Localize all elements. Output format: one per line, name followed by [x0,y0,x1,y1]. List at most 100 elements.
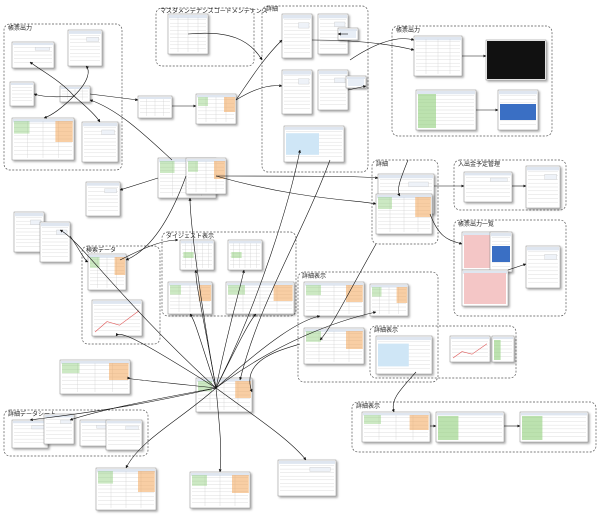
thumbnail-highlight [170,285,181,295]
thumbnail-titlebar [305,329,363,332]
group-frame-topcenter [155,7,255,67]
thumbnail-highlight [192,475,207,486]
thumbnail-titlebar [319,71,347,75]
group-frame-bottom-left [3,409,149,457]
connector-arrow [119,238,179,261]
screen-thumbnail [59,85,91,103]
thumbnail-titlebar [139,97,171,99]
group-label-topleft: 帳票出力 [8,24,32,32]
thumbnail-frame [281,13,313,59]
screen-thumbnail [375,335,433,375]
thumbnail-titlebar [229,241,261,244]
thumbnail-titlebar [169,283,211,286]
group-label-bottom-right: 詳細表示 [356,402,380,410]
group-frame-bottom-right [351,401,597,453]
thumbnail-chart-line [94,310,140,333]
screen-thumbnail [413,35,463,77]
screen-thumbnail [463,171,513,203]
connector-arrows [29,32,527,473]
screen-thumbnail [79,419,111,447]
connector-arrow [397,159,409,197]
thumbnail-highlight [346,331,363,349]
thumbnail-titlebar [463,271,507,274]
thumbnail-field [30,219,42,225]
group-label-center-top: 詳細 [266,5,278,13]
group-frames [3,5,597,457]
group-labels: 帳票出力 マスタメンテナンスコードメンテナンス 詳細 帳票出力 詳細 入出金予定… [8,5,500,418]
connector-arrow [215,387,307,461]
connector-arrow [59,229,217,389]
connector-arrow [235,84,283,101]
connector-arrow [215,175,379,180]
thumbnail-highlight [138,471,155,492]
thumbnail-green-fill [418,94,436,128]
screen-thumbnail [303,281,365,317]
screen-thumbnail [95,467,157,511]
thumbnail-blue-fill [500,104,536,120]
screen-thumbnail [189,471,251,509]
connector-arrow [127,376,217,389]
connector-arrow [69,387,217,421]
thumbnail-highlight [231,252,242,258]
thumbnail-highlight [109,363,129,380]
thumbnail-titlebar [61,361,129,364]
thumbnail-titlebar [279,461,335,464]
thumbnail-titlebar [97,469,155,473]
group-label-center-mid: ダイジェスト表示 [166,232,214,240]
thumbnail-highlight [409,415,429,430]
thumbnail-highlight [183,252,194,258]
thumbnail-highlight [273,285,293,301]
thumbnail-highlight [372,287,382,297]
thumbnail-field [125,425,139,430]
thumbnail-field [544,254,557,260]
connector-arrow [215,175,377,205]
thumbnail-titlebar [377,337,431,341]
screen-thumbnail [303,327,365,365]
connector-arrow [29,387,217,422]
connector-arrow [29,61,75,97]
thumbnail-highlight [14,121,30,134]
thumbnail-field [490,177,508,182]
connector-arrow [215,387,222,473]
connector-arrow [33,93,75,98]
thumbnail-titlebar [491,233,511,237]
thumbnail-mini-fill [340,31,356,38]
thumbnail-titlebar [493,337,513,340]
screen-thumbnail [461,269,509,307]
thumbnail-titlebar [11,83,33,85]
group-label-center-mid2: 詳細表示 [302,272,326,280]
thumbnail-titlebar [191,473,249,476]
connector-arrow [73,95,101,123]
thumbnail-titlebar [379,175,433,179]
screen-thumbnail [345,75,367,89]
group-label-topcenter: マスタメンテナンスコードメンテナンス [160,7,268,15]
thumbnail-blue-fill [492,246,510,262]
thumbnail-field [34,47,50,51]
thumbnail-titlebar [81,421,109,424]
thumbnail-titlebar [15,213,43,217]
thumbnail-titlebar [197,379,251,382]
thumbnail-highlight [364,415,381,424]
thumbnail-highlight [306,331,321,342]
thumbnail-field [408,181,429,187]
thumbnail-titlebar [93,301,141,304]
connector-arrow [115,332,217,389]
thumbnail-highlight [188,161,198,172]
connector-arrow [125,175,187,261]
group-label-right-mid2: 入出金予定管理 [458,160,500,168]
thumbnail-green-fill [438,416,459,440]
group-label-topright: 帳票出力 [396,26,420,34]
thumbnail-highlight [214,161,226,179]
connector-arrow [391,371,417,413]
screen-thumbnail [375,193,433,235]
thumbnail-highlight [346,285,363,302]
thumbnail-titlebar [527,167,559,171]
screen-thumbnail [485,39,547,81]
thumbnail-highlight [415,197,431,217]
thumbnail-field [86,37,99,42]
thumbnail-titlebar [463,233,507,237]
thumbnail-highlight [114,257,126,275]
thumbnail-blue-fill [378,343,409,367]
thumbnail-highlight [55,121,73,142]
